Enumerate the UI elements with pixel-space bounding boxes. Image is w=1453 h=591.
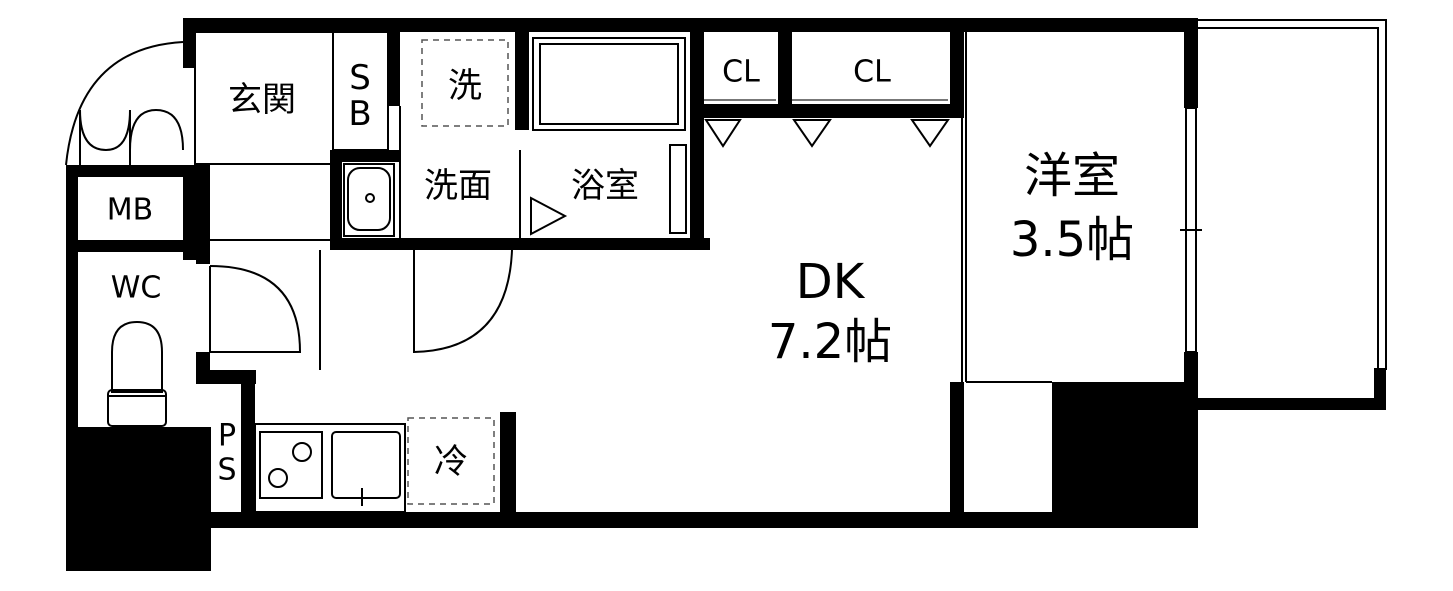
label-pipe-space-top: P xyxy=(218,419,236,454)
label-bathroom: 浴室 xyxy=(571,166,639,206)
label-shoebox-bottom: B xyxy=(348,94,371,134)
walls xyxy=(66,18,1386,571)
label-meter-box: MB xyxy=(107,193,153,228)
label-toilet: WC xyxy=(111,271,162,306)
label-fridge: 冷 xyxy=(434,442,468,482)
label-washroom: 洗面 xyxy=(424,166,492,206)
label-western-name: 洋室 xyxy=(1024,148,1120,204)
label-entrance: 玄関 xyxy=(228,80,296,120)
label-dk-name: DK xyxy=(796,254,866,310)
label-shoebox-top: S xyxy=(349,58,371,98)
label-western-size: 3.5帖 xyxy=(1010,212,1134,268)
label-dk-size: 7.2帖 xyxy=(768,314,892,370)
label-closet-1: CL xyxy=(722,55,760,90)
fixtures xyxy=(65,19,1387,513)
label-washer: 洗 xyxy=(448,66,482,106)
labels: 玄関 S B 洗 洗面 浴室 CL CL MB WC P S 冷 DK 7.2帖… xyxy=(107,55,1134,488)
label-pipe-space-bottom: S xyxy=(217,453,236,488)
label-closet-2: CL xyxy=(853,55,891,90)
